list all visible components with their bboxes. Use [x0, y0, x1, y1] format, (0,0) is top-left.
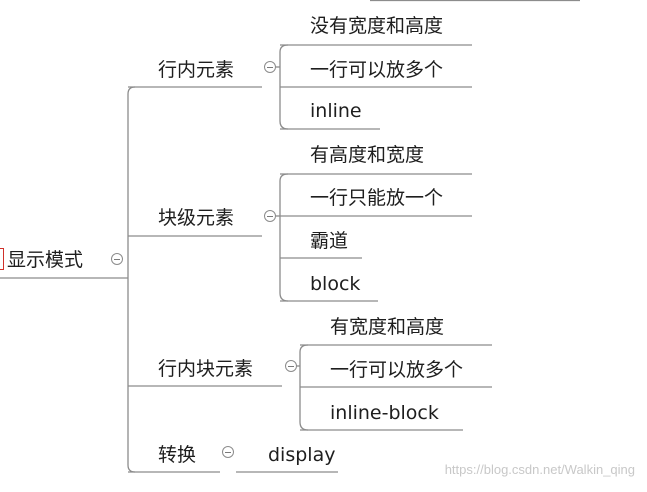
- collapse-icon[interactable]: [264, 61, 276, 73]
- branch-topic-block[interactable]: 块级元素: [158, 207, 235, 229]
- leaf-topic[interactable]: 没有宽度和高度: [310, 15, 444, 37]
- leaf-topic[interactable]: 一行可以放多个: [310, 59, 444, 81]
- watermark: https://blog.csdn.net/Walkin_qing: [444, 462, 635, 477]
- collapse-icon[interactable]: [285, 360, 297, 372]
- leaf-topic[interactable]: inline-block: [330, 402, 439, 424]
- leaf-topic[interactable]: inline: [310, 100, 362, 122]
- leaf-topic[interactable]: 一行可以放多个: [330, 359, 464, 381]
- trunk-line: [127, 86, 136, 473]
- collapse-icon[interactable]: [264, 210, 276, 222]
- leaf-topic[interactable]: 一行只能放一个: [310, 187, 444, 209]
- leaf-topic[interactable]: 霸道: [310, 230, 349, 252]
- branch-topic-inline[interactable]: 行内元素: [158, 59, 235, 81]
- branch-topic-inline-block[interactable]: 行内块元素: [158, 358, 254, 380]
- root-marker: [0, 248, 4, 270]
- leaf-topic[interactable]: display: [268, 444, 336, 466]
- leaf-topic[interactable]: 有高度和宽度: [310, 144, 425, 166]
- collapse-icon[interactable]: [111, 253, 123, 265]
- leaf-topic[interactable]: 有宽度和高度: [330, 316, 445, 338]
- collapse-icon[interactable]: [222, 446, 234, 458]
- branch-topic-convert[interactable]: 转换: [158, 444, 197, 466]
- leaf-topic[interactable]: block: [310, 273, 361, 295]
- root-topic[interactable]: 显示模式: [7, 249, 84, 271]
